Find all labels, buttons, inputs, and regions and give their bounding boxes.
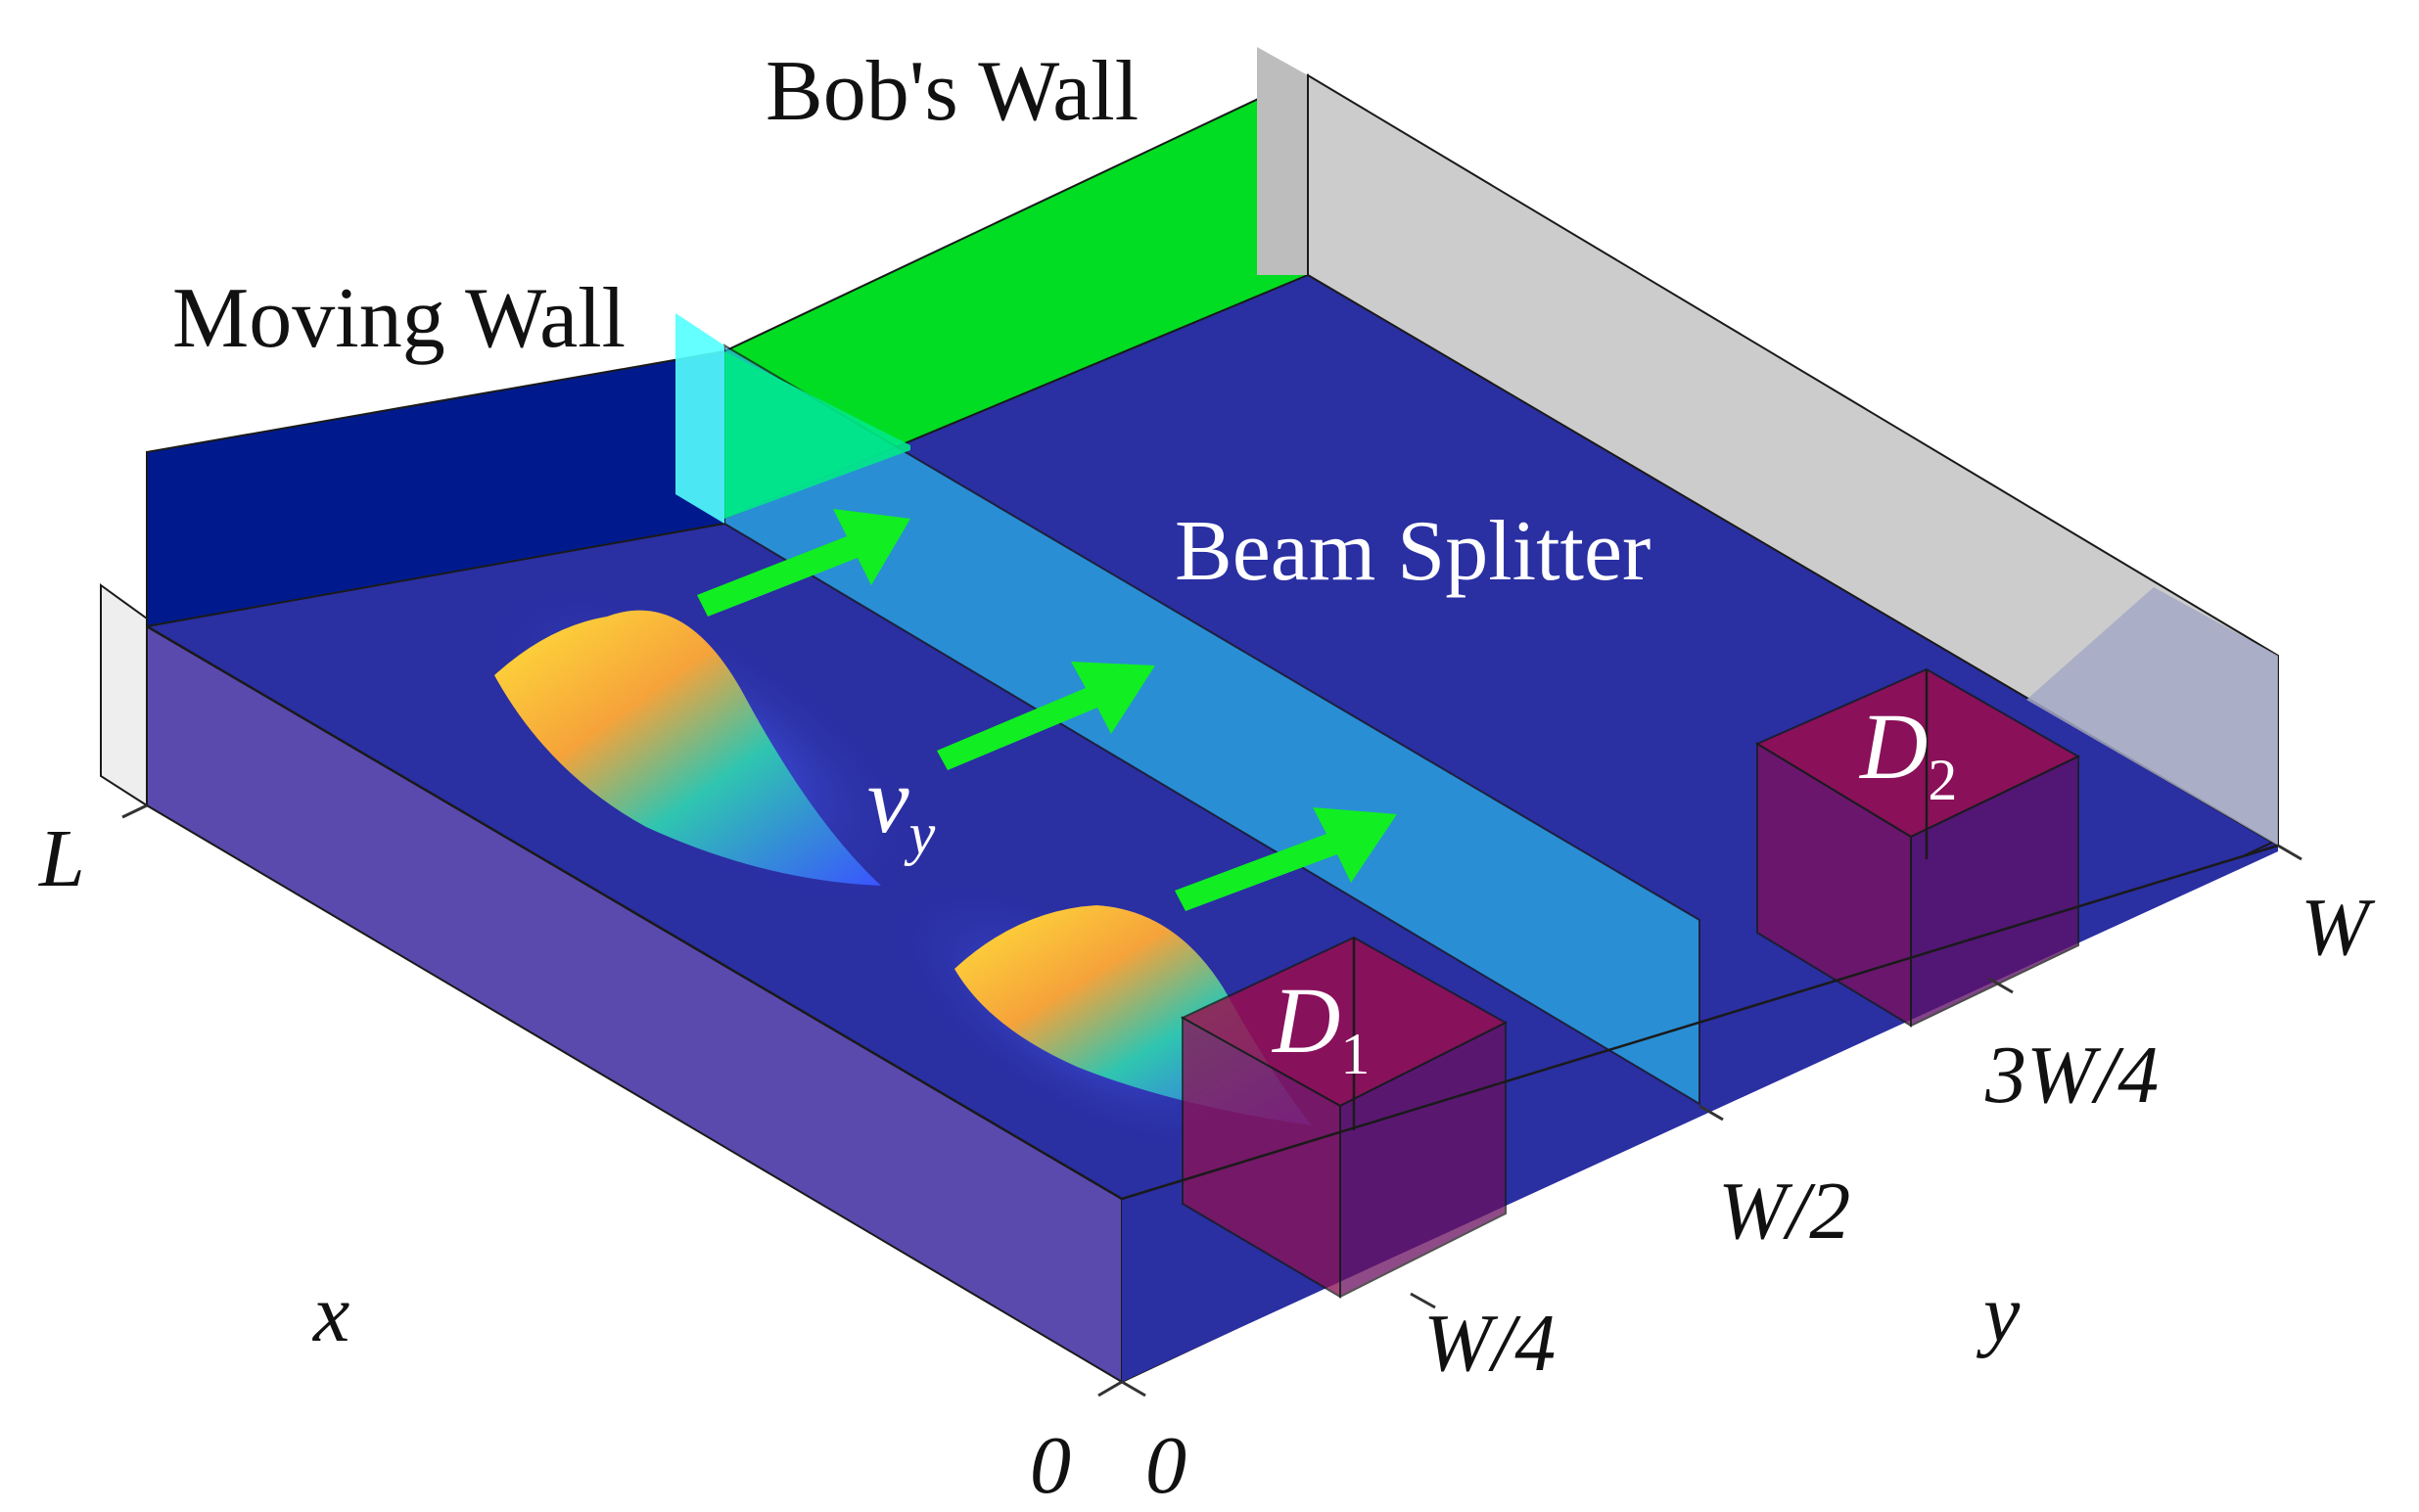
velocity-arrow [1175, 807, 1397, 911]
detector-d2-subscript: 2 [1928, 748, 1957, 812]
detector-d2-base: D [1858, 694, 1928, 799]
detector-d1-base: D [1271, 968, 1340, 1073]
bobs-wall-overlap [724, 351, 910, 519]
y-axis-tick-label-0: 0 [1145, 1420, 1186, 1511]
y-axis-name: y [1976, 1268, 2021, 1359]
y-axis-tick-w [2277, 844, 2303, 861]
right-wall-lower [2026, 587, 2278, 846]
y-axis-tick-0 [1097, 1380, 1123, 1397]
velocity-label: vy [867, 748, 936, 866]
beam-splitter-label: Beam Splitter [1175, 504, 1651, 599]
y-axis-tick-label-w4: W/4 [1423, 1298, 1556, 1389]
x-axis-tick-L [121, 803, 148, 819]
y-axis-tick-w4 [1410, 1292, 1436, 1309]
x-axis-tick-label-L: L [38, 813, 85, 904]
wave-packet-1 [494, 610, 881, 886]
moving-wall-label: Moving Wall [172, 271, 626, 366]
right-wall [1257, 47, 1308, 275]
y-axis-tick-label-w2: W/2 [1718, 1166, 1850, 1257]
left-end-wall [100, 583, 148, 807]
x-axis-name: x [311, 1268, 349, 1359]
x-axis-tick-label-0: 0 [1030, 1420, 1071, 1511]
y-axis-tick-3w4 [1988, 977, 2014, 994]
detector-d1-label: D1 [1271, 968, 1370, 1086]
y-axis-tick-label-w: W [2301, 882, 2376, 973]
x-axis-tick-0 [1121, 1380, 1146, 1397]
detector-d2 [1754, 667, 2081, 1028]
velocity-arrow [937, 662, 1155, 770]
bobs-wall-label: Bob's Wall [766, 44, 1139, 139]
velocity-subscript: y [904, 802, 936, 866]
velocity-base: v [867, 748, 909, 852]
y-axis-tick-label-3w4: 3W/4 [1984, 1030, 2159, 1121]
y-axis-tick-w2 [1698, 1104, 1724, 1122]
detector-d2-label: D2 [1858, 694, 1957, 812]
detector-d1-subscript: 1 [1340, 1022, 1370, 1086]
slab-outline [146, 624, 2279, 1201]
beam-splitter-top [675, 313, 724, 524]
velocity-arrow [697, 509, 910, 617]
